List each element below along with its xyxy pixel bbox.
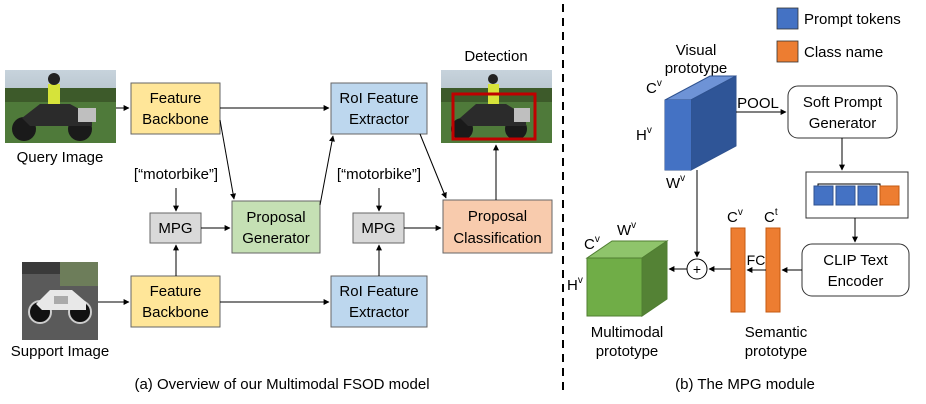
legend-prompt-swatch bbox=[776, 7, 799, 30]
right-caption: (b) The MPG module bbox=[675, 376, 815, 393]
detection-label: Detection bbox=[464, 48, 527, 65]
visual-cube-h-label: Hv bbox=[636, 125, 652, 144]
detection-bounding-box bbox=[451, 92, 537, 141]
support-image bbox=[22, 262, 98, 340]
clip-text-encoder-box: CLIP Text Encoder bbox=[801, 243, 910, 297]
feature-backbone-bottom-box: Feature Backbone bbox=[130, 275, 221, 328]
feature-backbone-bottom-line1: Feature bbox=[150, 283, 202, 300]
motorbike-text-right: [“motorbike”] bbox=[337, 166, 421, 183]
multimodal-cube-h-label: Hv bbox=[567, 275, 583, 294]
roi-extractor-top-box: RoI Feature Extractor bbox=[330, 82, 428, 135]
semantic-c-t-label: Ct bbox=[764, 207, 778, 226]
soft-prompt-generator-line1: Soft Prompt bbox=[803, 94, 883, 111]
semantic-prototype-line2: prototype bbox=[745, 343, 808, 360]
semantic-bar-right bbox=[765, 227, 781, 313]
feature-backbone-bottom-line2: Backbone bbox=[142, 304, 209, 321]
proposal-classification-line1: Proposal bbox=[468, 208, 527, 225]
roi-extractor-bottom-box: RoI Feature Extractor bbox=[330, 275, 428, 328]
proposal-classification-box: Proposal Classification bbox=[442, 199, 553, 254]
roi-extractor-top-line2: Extractor bbox=[349, 111, 409, 128]
support-image-label: Support Image bbox=[11, 343, 109, 360]
feature-backbone-top-box: Feature Backbone bbox=[130, 82, 221, 135]
prompt-token bbox=[835, 185, 856, 206]
legend-prompt-label: Prompt tokens bbox=[804, 11, 901, 28]
semantic-c-v-label: Cv bbox=[727, 207, 743, 226]
fc-label: FC bbox=[747, 252, 766, 268]
feature-backbone-top-line2: Backbone bbox=[142, 111, 209, 128]
sum-operator: + bbox=[686, 258, 708, 280]
visual-cube-c-label: Cv bbox=[646, 78, 662, 97]
visual-prototype-line1: Visual bbox=[676, 42, 717, 59]
soft-prompt-generator-line2: Generator bbox=[809, 115, 877, 132]
feature-backbone-top-line1: Feature bbox=[150, 90, 202, 107]
legend: Prompt tokens Class name bbox=[776, 7, 901, 63]
detection-image bbox=[441, 70, 552, 143]
query-image bbox=[5, 70, 116, 143]
left-caption: (a) Overview of our Multimodal FSOD mode… bbox=[134, 376, 429, 393]
semantic-bar-left bbox=[730, 227, 746, 313]
multimodal-prototype-cube bbox=[585, 240, 669, 317]
semantic-prototype-line1: Semantic bbox=[745, 324, 808, 341]
visual-prototype-line2: prototype bbox=[665, 60, 728, 77]
soft-prompt-generator-box: Soft Prompt Generator bbox=[787, 85, 898, 139]
prompt-token bbox=[813, 185, 834, 206]
plus-symbol: + bbox=[693, 261, 701, 277]
mpg-left-box: MPG bbox=[149, 212, 202, 244]
roi-extractor-bottom-line1: RoI Feature bbox=[339, 283, 418, 300]
proposal-generator-line1: Proposal bbox=[246, 209, 305, 226]
prompt-token-group bbox=[805, 171, 909, 219]
prompt-token bbox=[857, 185, 878, 206]
mpg-right-label: MPG bbox=[361, 220, 395, 237]
roi-extractor-top-line1: RoI Feature bbox=[339, 90, 418, 107]
roi-extractor-bottom-line2: Extractor bbox=[349, 304, 409, 321]
clip-text-encoder-line1: CLIP Text bbox=[823, 252, 888, 269]
clip-text-encoder-line2: Encoder bbox=[828, 273, 884, 290]
legend-class-swatch bbox=[776, 40, 799, 63]
multimodal-prototype-line2: prototype bbox=[596, 343, 659, 360]
pool-label: POOL bbox=[737, 95, 779, 112]
multimodal-cube-w-label: Wv bbox=[617, 220, 636, 239]
left-arrows bbox=[98, 105, 499, 305]
mpg-left-label: MPG bbox=[158, 220, 192, 237]
proposal-generator-line2: Generator bbox=[242, 230, 310, 247]
legend-class-label: Class name bbox=[804, 44, 883, 61]
visual-cube-w-label: Wv bbox=[666, 173, 685, 192]
multimodal-prototype-line1: Multimodal bbox=[591, 324, 664, 341]
right-arrows bbox=[668, 109, 858, 273]
motorbike-text-left: [“motorbike”] bbox=[134, 166, 218, 183]
class-name-token bbox=[879, 185, 900, 206]
mpg-right-box: MPG bbox=[352, 212, 405, 244]
proposal-generator-box: Proposal Generator bbox=[231, 200, 321, 254]
multimodal-cube-c-label: Cv bbox=[584, 234, 600, 253]
proposal-classification-line2: Classification bbox=[453, 230, 541, 247]
query-image-label: Query Image bbox=[17, 149, 104, 166]
visual-prototype-cube bbox=[664, 75, 737, 171]
